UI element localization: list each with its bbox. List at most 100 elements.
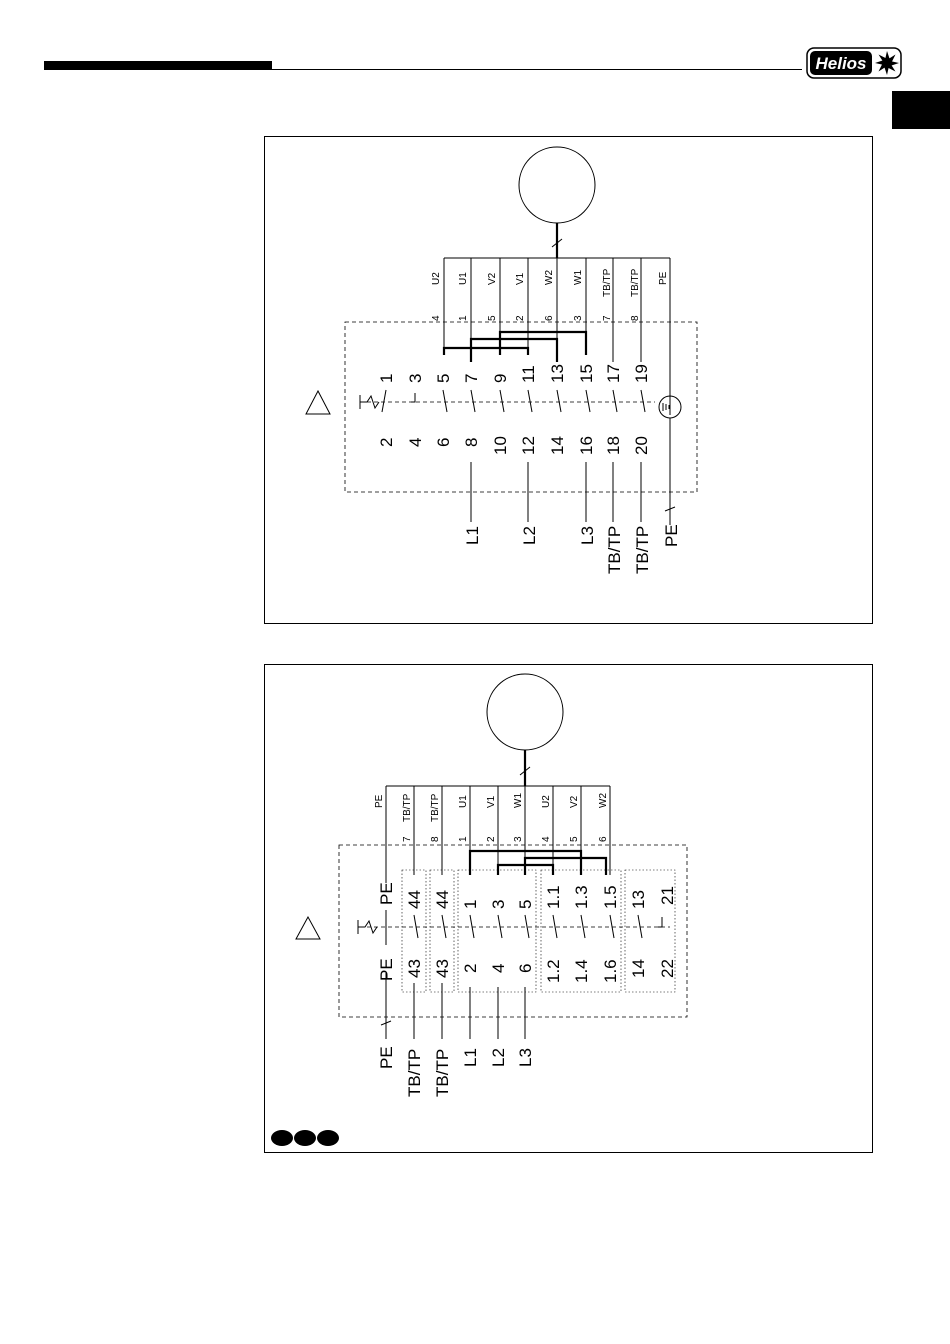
lead-number: 4 — [431, 315, 442, 321]
lead-number: 5 — [487, 315, 498, 321]
terminal-number: 1.2 — [544, 959, 563, 983]
terminal-number: 13 — [548, 364, 567, 383]
lead-number: 2 — [486, 836, 497, 842]
terminal-number: 44 — [405, 890, 424, 909]
lead-label: W2 — [598, 793, 609, 808]
terminal-number: 2 — [461, 964, 480, 973]
lead-label: V1 — [486, 795, 497, 808]
motor-circle — [487, 674, 563, 750]
lead-label: W2 — [544, 270, 555, 285]
terminal-number: 17 — [604, 364, 623, 383]
switch-top-numbers: PE 44 44 1 3 5 1.1 1.3 1.5 13 21 — [377, 882, 677, 909]
switch-bottom-numbers: PE 43 43 2 4 6 1.2 1.4 1.6 14 22 — [377, 958, 677, 983]
lead-label: U2 — [431, 272, 442, 285]
terminal-number: 10 — [491, 436, 510, 455]
header-rule — [272, 69, 802, 70]
supply-label: L2 — [520, 526, 539, 545]
jumper-bars — [470, 851, 606, 875]
terminal-number: 12 — [519, 436, 538, 455]
lead-number: 4 — [541, 836, 552, 842]
switch-top-numbers: 1 3 5 7 9 11 13 15 17 19 — [377, 364, 651, 383]
terminal-number: 8 — [462, 438, 481, 447]
terminal-number: 4 — [489, 964, 508, 973]
lead-number: 3 — [573, 315, 584, 321]
lead-number: 6 — [544, 315, 555, 321]
terminal-number: 16 — [577, 436, 596, 455]
terminal-number: 1 — [461, 900, 480, 909]
terminal-number: 2 — [377, 438, 396, 447]
supply-label: PE — [377, 1046, 396, 1069]
terminal-number: 14 — [629, 959, 648, 978]
motor-circle — [519, 147, 595, 223]
wiring-diagram-top-svg: U2 U1 V2 V1 W2 W1 TB/TP TB/TP PE 4 1 5 2… — [265, 137, 874, 625]
lead-label: PE — [374, 794, 385, 808]
supply-label: L1 — [461, 1048, 480, 1067]
terminal-number: 1.1 — [544, 885, 563, 909]
terminal-number: 20 — [632, 436, 651, 455]
terminal-number: 9 — [491, 374, 510, 383]
lead-label: TB/TP — [402, 793, 413, 822]
terminal-number: 3 — [489, 900, 508, 909]
fan-icon — [875, 51, 899, 75]
lead-number: 3 — [513, 836, 524, 842]
motor-lead-labels: U2 U1 V2 V1 W2 W1 TB/TP TB/TP PE — [431, 268, 669, 297]
lead-label: W1 — [513, 793, 524, 808]
switch-enclosure — [339, 845, 687, 1017]
terminal-number: 21 — [658, 886, 677, 905]
terminal-number: 1.3 — [572, 885, 591, 909]
supply-label: TB/TP — [405, 1049, 424, 1097]
terminal-number: 11 — [519, 365, 538, 383]
supply-leads — [414, 983, 525, 1039]
supply-label: TB/TP — [605, 526, 624, 574]
terminal-number: 18 — [604, 436, 623, 455]
terminal-number: 44 — [433, 890, 452, 909]
lead-number-labels: 4 1 5 2 6 3 7 8 — [431, 315, 641, 321]
lead-label: V2 — [569, 795, 580, 808]
delta-triangle-icon — [306, 391, 330, 414]
lead-number: 1 — [458, 315, 469, 321]
terminal-number: 7 — [462, 374, 481, 383]
terminal-number: 1 — [377, 374, 396, 383]
lead-label: TB/TP — [630, 268, 641, 297]
lead-label: V1 — [515, 272, 526, 285]
switch-bottom-numbers: 2 4 6 8 10 12 14 16 18 20 — [377, 436, 651, 455]
lead-number: 8 — [430, 836, 441, 842]
terminal-number: 19 — [632, 364, 651, 383]
lead-number: 7 — [402, 836, 413, 842]
lead-label: U2 — [541, 795, 552, 808]
lead-label: V2 — [487, 272, 498, 285]
terminal-number: 3 — [406, 374, 425, 383]
supply-label: L2 — [489, 1048, 508, 1067]
wiring-diagram-top: U2 U1 V2 V1 W2 W1 TB/TP TB/TP PE 4 1 5 2… — [264, 136, 873, 624]
lead-number: 5 — [569, 836, 580, 842]
lead-label: TB/TP — [430, 793, 441, 822]
lead-label: TB/TP — [602, 268, 613, 297]
terminal-number: PE — [377, 958, 396, 981]
terminal-number: 43 — [405, 959, 424, 978]
switch-contacts — [382, 390, 645, 412]
lead-label: W1 — [573, 270, 584, 285]
terminal-number: 13 — [629, 890, 648, 909]
terminal-number: 14 — [548, 436, 567, 455]
supply-label: TB/TP — [433, 1049, 452, 1097]
terminal-number: 1.6 — [601, 959, 620, 983]
terminal-number: 43 — [433, 959, 452, 978]
delta-triangle-icon — [296, 917, 320, 939]
lead-number: 6 — [598, 836, 609, 842]
lead-number: 2 — [515, 315, 526, 321]
terminal-number: 1.4 — [572, 959, 591, 983]
supply-label: L1 — [463, 526, 482, 545]
supply-labels: L1 L2 L3 TB/TP TB/TP PE — [463, 524, 681, 574]
supply-label: TB/TP — [633, 526, 652, 574]
wiring-diagram-bottom-svg: PE TB/TP TB/TP U1 V1 W1 U2 V2 W2 7 8 1 2… — [265, 665, 874, 1154]
lead-label: PE — [658, 271, 669, 285]
supply-label: PE — [662, 524, 681, 547]
lead-number: 8 — [630, 315, 641, 321]
terminal-number: 4 — [406, 438, 425, 447]
lead-number: 1 — [458, 836, 469, 842]
lead-number: 7 — [602, 315, 613, 321]
logo-text: Helios — [815, 54, 866, 73]
terminal-number: PE — [377, 882, 396, 905]
ground-icon — [659, 396, 681, 525]
jumper-bars — [444, 332, 586, 362]
